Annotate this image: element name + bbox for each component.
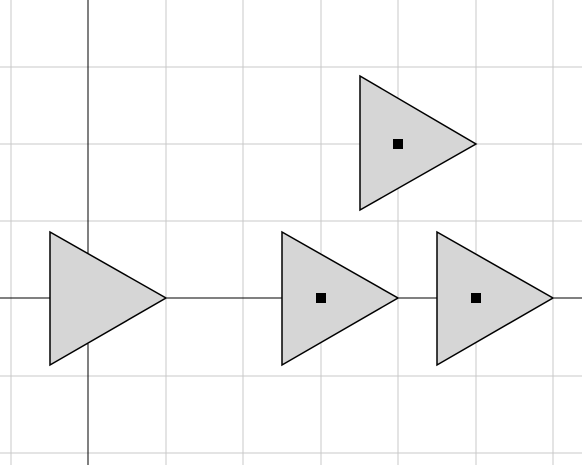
- triangle-shape[interactable]: [49, 230, 168, 367]
- triangle-4[interactable]: [359, 74, 478, 212]
- selection-handle[interactable]: [471, 293, 481, 303]
- selection-handle[interactable]: [393, 139, 403, 149]
- triangle-1[interactable]: [49, 230, 168, 367]
- triangle-shape[interactable]: [436, 230, 555, 367]
- selection-handle[interactable]: [316, 293, 326, 303]
- triangle-shape[interactable]: [281, 230, 400, 367]
- shape-layer[interactable]: [49, 74, 555, 367]
- triangle-2[interactable]: [281, 230, 400, 367]
- triangle-3[interactable]: [436, 230, 555, 367]
- triangle-shape[interactable]: [359, 74, 478, 212]
